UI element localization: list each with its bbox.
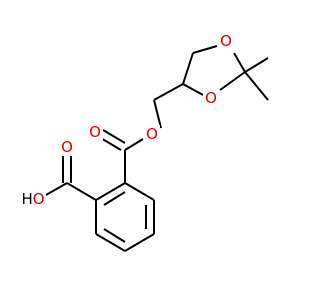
bond-ring-to-acid-carbon [66, 182, 97, 201]
bond-benzene-4 [124, 233, 155, 252]
bond-benzene-inner-1 [103, 191, 126, 206]
bond-acid-hydroxyl [45, 182, 68, 196]
oxygen-label: O [205, 89, 217, 107]
atom-acid-carbonyl-oxygen: O [59, 138, 75, 156]
hydrogen-glyph: H [21, 190, 32, 208]
bond-methyl-bottom [244, 71, 269, 101]
atom-ester-carbonyl-oxygen: O [87, 122, 103, 141]
bond-benzene-2 [124, 182, 155, 201]
bond-dioxolane-c2-o3 [219, 71, 246, 91]
oxygen-glyph: O [33, 190, 45, 208]
bond-dioxolane-o1-c2 [233, 52, 246, 73]
bond-dioxolane-c5-o1 [192, 45, 218, 54]
bond-methyl-top [244, 57, 269, 73]
atom-label-layer: O O O O O HO [20, 32, 234, 208]
bond-benzene-5 [95, 233, 126, 252]
atom-acid-hydroxyl: HO [20, 190, 46, 208]
hydroxyl-label: HO [21, 190, 44, 208]
bond-benzene-1 [95, 182, 126, 201]
bond-dioxolane-c4-c5 [182, 52, 194, 85]
oxygen-label: O [220, 32, 232, 50]
bond-ester-to-oxygen [124, 138, 144, 151]
bond-ester-carbonyl-b [102, 129, 126, 144]
atom-ester-ether-oxygen: O [144, 125, 160, 143]
bond-dioxolane-o3-c4 [182, 83, 204, 96]
bond-oxygen-to-ch2 [153, 99, 162, 129]
bond-benzene-inner-3 [103, 228, 126, 243]
atom-ring-oxygen-top: O [218, 32, 234, 50]
bond-layer [45, 45, 269, 252]
atom-ring-oxygen-bottom: O [203, 89, 219, 107]
molecule-structure-diagram: O O O O O HO [20, 32, 269, 252]
oxygen-label: O [146, 125, 158, 143]
oxygen-label: O [61, 138, 73, 156]
oxygen-label: O [89, 123, 101, 141]
bond-ch2-to-ring [153, 83, 184, 101]
